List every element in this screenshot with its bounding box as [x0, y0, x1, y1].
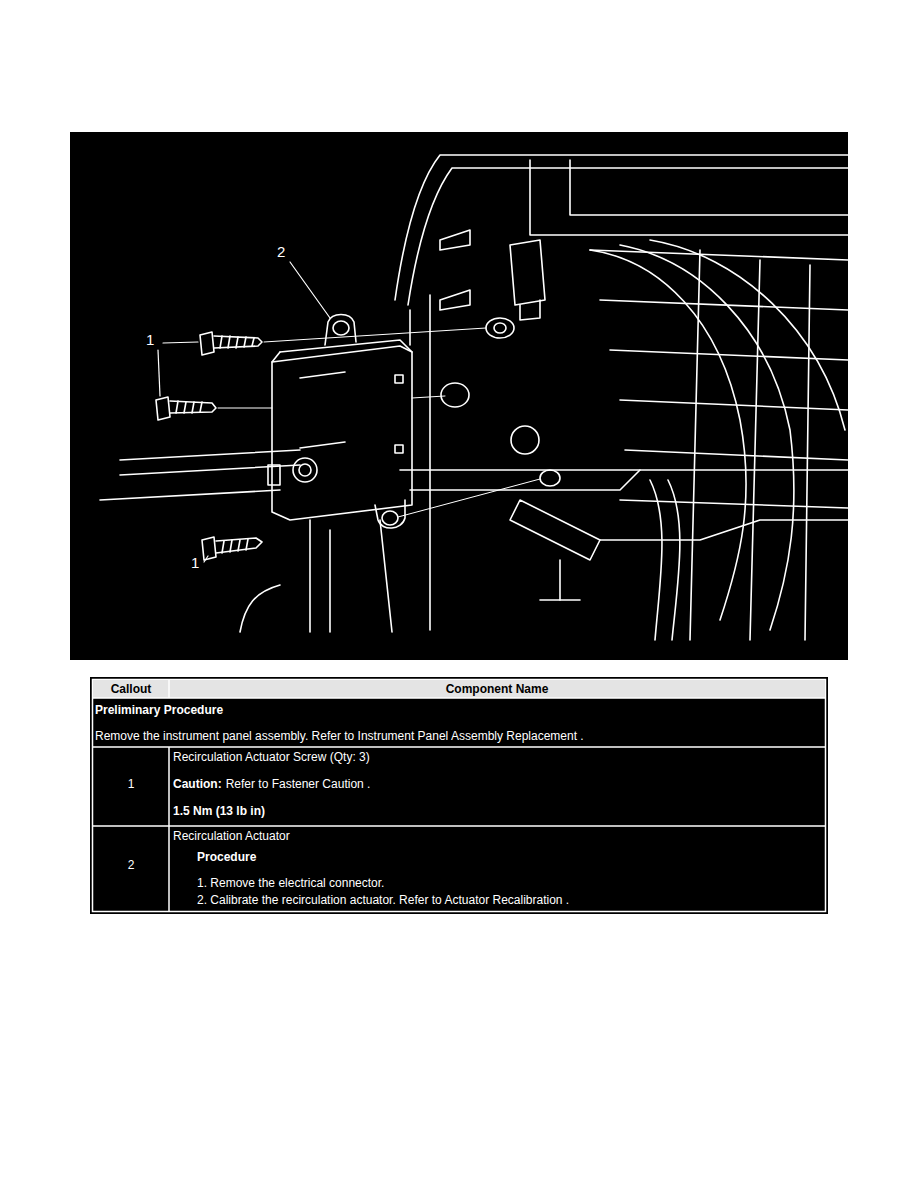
section-heading: Preliminary Procedure — [95, 703, 595, 717]
torque-spec: 1.5 Nm (13 lb in) — [173, 804, 573, 818]
component-name: Recirculation Actuator Screw (Qty: 3) — [173, 750, 813, 764]
component-name: Recirculation Actuator — [173, 829, 813, 843]
table-header: Component Name — [169, 682, 825, 696]
callout-number: 2 — [93, 858, 169, 872]
procedure-step: 2. Calibrate the recirculation actuator.… — [197, 893, 817, 907]
callout-number: 1 — [93, 777, 169, 791]
caution-text: Refer to Fastener Caution . — [226, 777, 821, 791]
callout-number: 2 — [277, 243, 297, 261]
callout-number: 1 — [146, 331, 166, 349]
callout-number: 1 — [191, 554, 211, 572]
procedure-step: 1. Remove the electrical connector. — [197, 876, 817, 890]
table-header: Callout — [93, 682, 169, 696]
procedure-heading: Procedure — [197, 850, 497, 864]
table-cell: Remove the instrument panel assembly. Re… — [95, 729, 820, 743]
